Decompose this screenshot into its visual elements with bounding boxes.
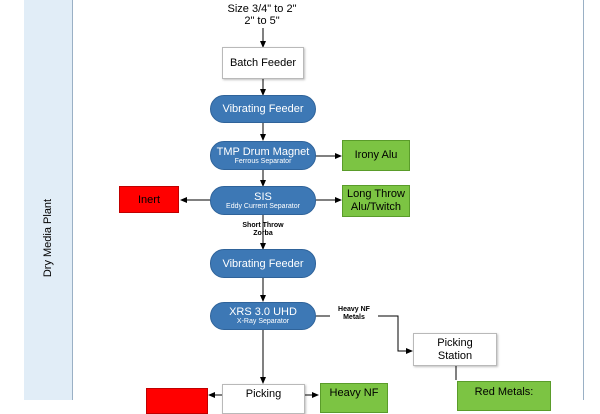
swimlane-header: Dry Media Plant [24,0,73,400]
long-throw-node[interactable]: Long Throw Alu/Twitch [342,185,410,217]
picking-station-node-2[interactable]: Picking [222,384,305,414]
tmp-drum-magnet-title: TMP Drum Magnet [216,145,310,158]
heavy-nf-output-label: Heavy NF [329,387,379,399]
sis-node[interactable]: SIS Eddy Current Separator [210,186,316,215]
red-metals-label: Red Metals: [474,386,534,398]
vibrating-feeder-label-1: Vibrating Feeder [222,103,304,115]
irony-alu-node[interactable]: Irony Alu [342,140,410,171]
short-throw-line1: Short Throw [242,222,284,229]
batch-feeder-node[interactable]: Batch Feeder [222,47,304,79]
tmp-drum-magnet-node[interactable]: TMP Drum Magnet Ferrous Separator [210,141,316,170]
red-metals-node[interactable]: Red Metals: [457,381,551,411]
long-throw-line2: Alu/Twitch [350,201,402,213]
swimlane-label: Dry Media Plant [42,198,54,278]
long-throw-line1: Long Throw [347,188,405,200]
picking-station-2-line1: Picking [245,388,282,400]
heavy-nf-metals-line2: Metals [343,314,365,321]
inert-node-1[interactable]: Inert [119,186,179,213]
heavy-nf-output-node[interactable]: Heavy NF [320,383,388,413]
sis-subtitle: Eddy Current Separator [226,202,300,210]
vibrating-feeder-label-2: Vibrating Feeder [222,257,304,270]
size-range-line1: Size 3/4" to 2" [227,3,297,15]
xrs-node[interactable]: XRS 3.0 UHD X-Ray Separator [210,302,316,330]
vibrating-feeder-node-2[interactable]: Vibrating Feeder [210,249,316,278]
inert-node-2[interactable] [146,388,208,414]
xrs-subtitle: X-Ray Separator [236,318,290,325]
picking-station-1-line1: Picking [437,336,473,349]
lane-border-right [583,0,584,400]
short-throw-line2: Zorba [253,230,273,237]
xrs-title: XRS 3.0 UHD [229,306,297,318]
sis-title: SIS [254,190,272,203]
picking-station-node-1[interactable]: Picking Station [413,333,497,366]
inert-label-1: Inert [137,193,160,206]
short-throw-edge-label: Short Throw Zorba [236,222,290,238]
batch-feeder-label: Batch Feeder [229,57,297,69]
irony-alu-label: Irony Alu [354,149,398,161]
tmp-drum-magnet-subtitle: Ferrous Separator [234,157,292,165]
heavy-nf-metals-line1: Heavy NF [338,306,370,313]
picking-station-1-line2: Station [437,349,473,362]
heavy-nf-metals-edge-label: Heavy NF Metals [330,306,378,322]
size-range-line2: 2" to 5" [244,15,280,27]
vibrating-feeder-node-1[interactable]: Vibrating Feeder [210,95,316,123]
